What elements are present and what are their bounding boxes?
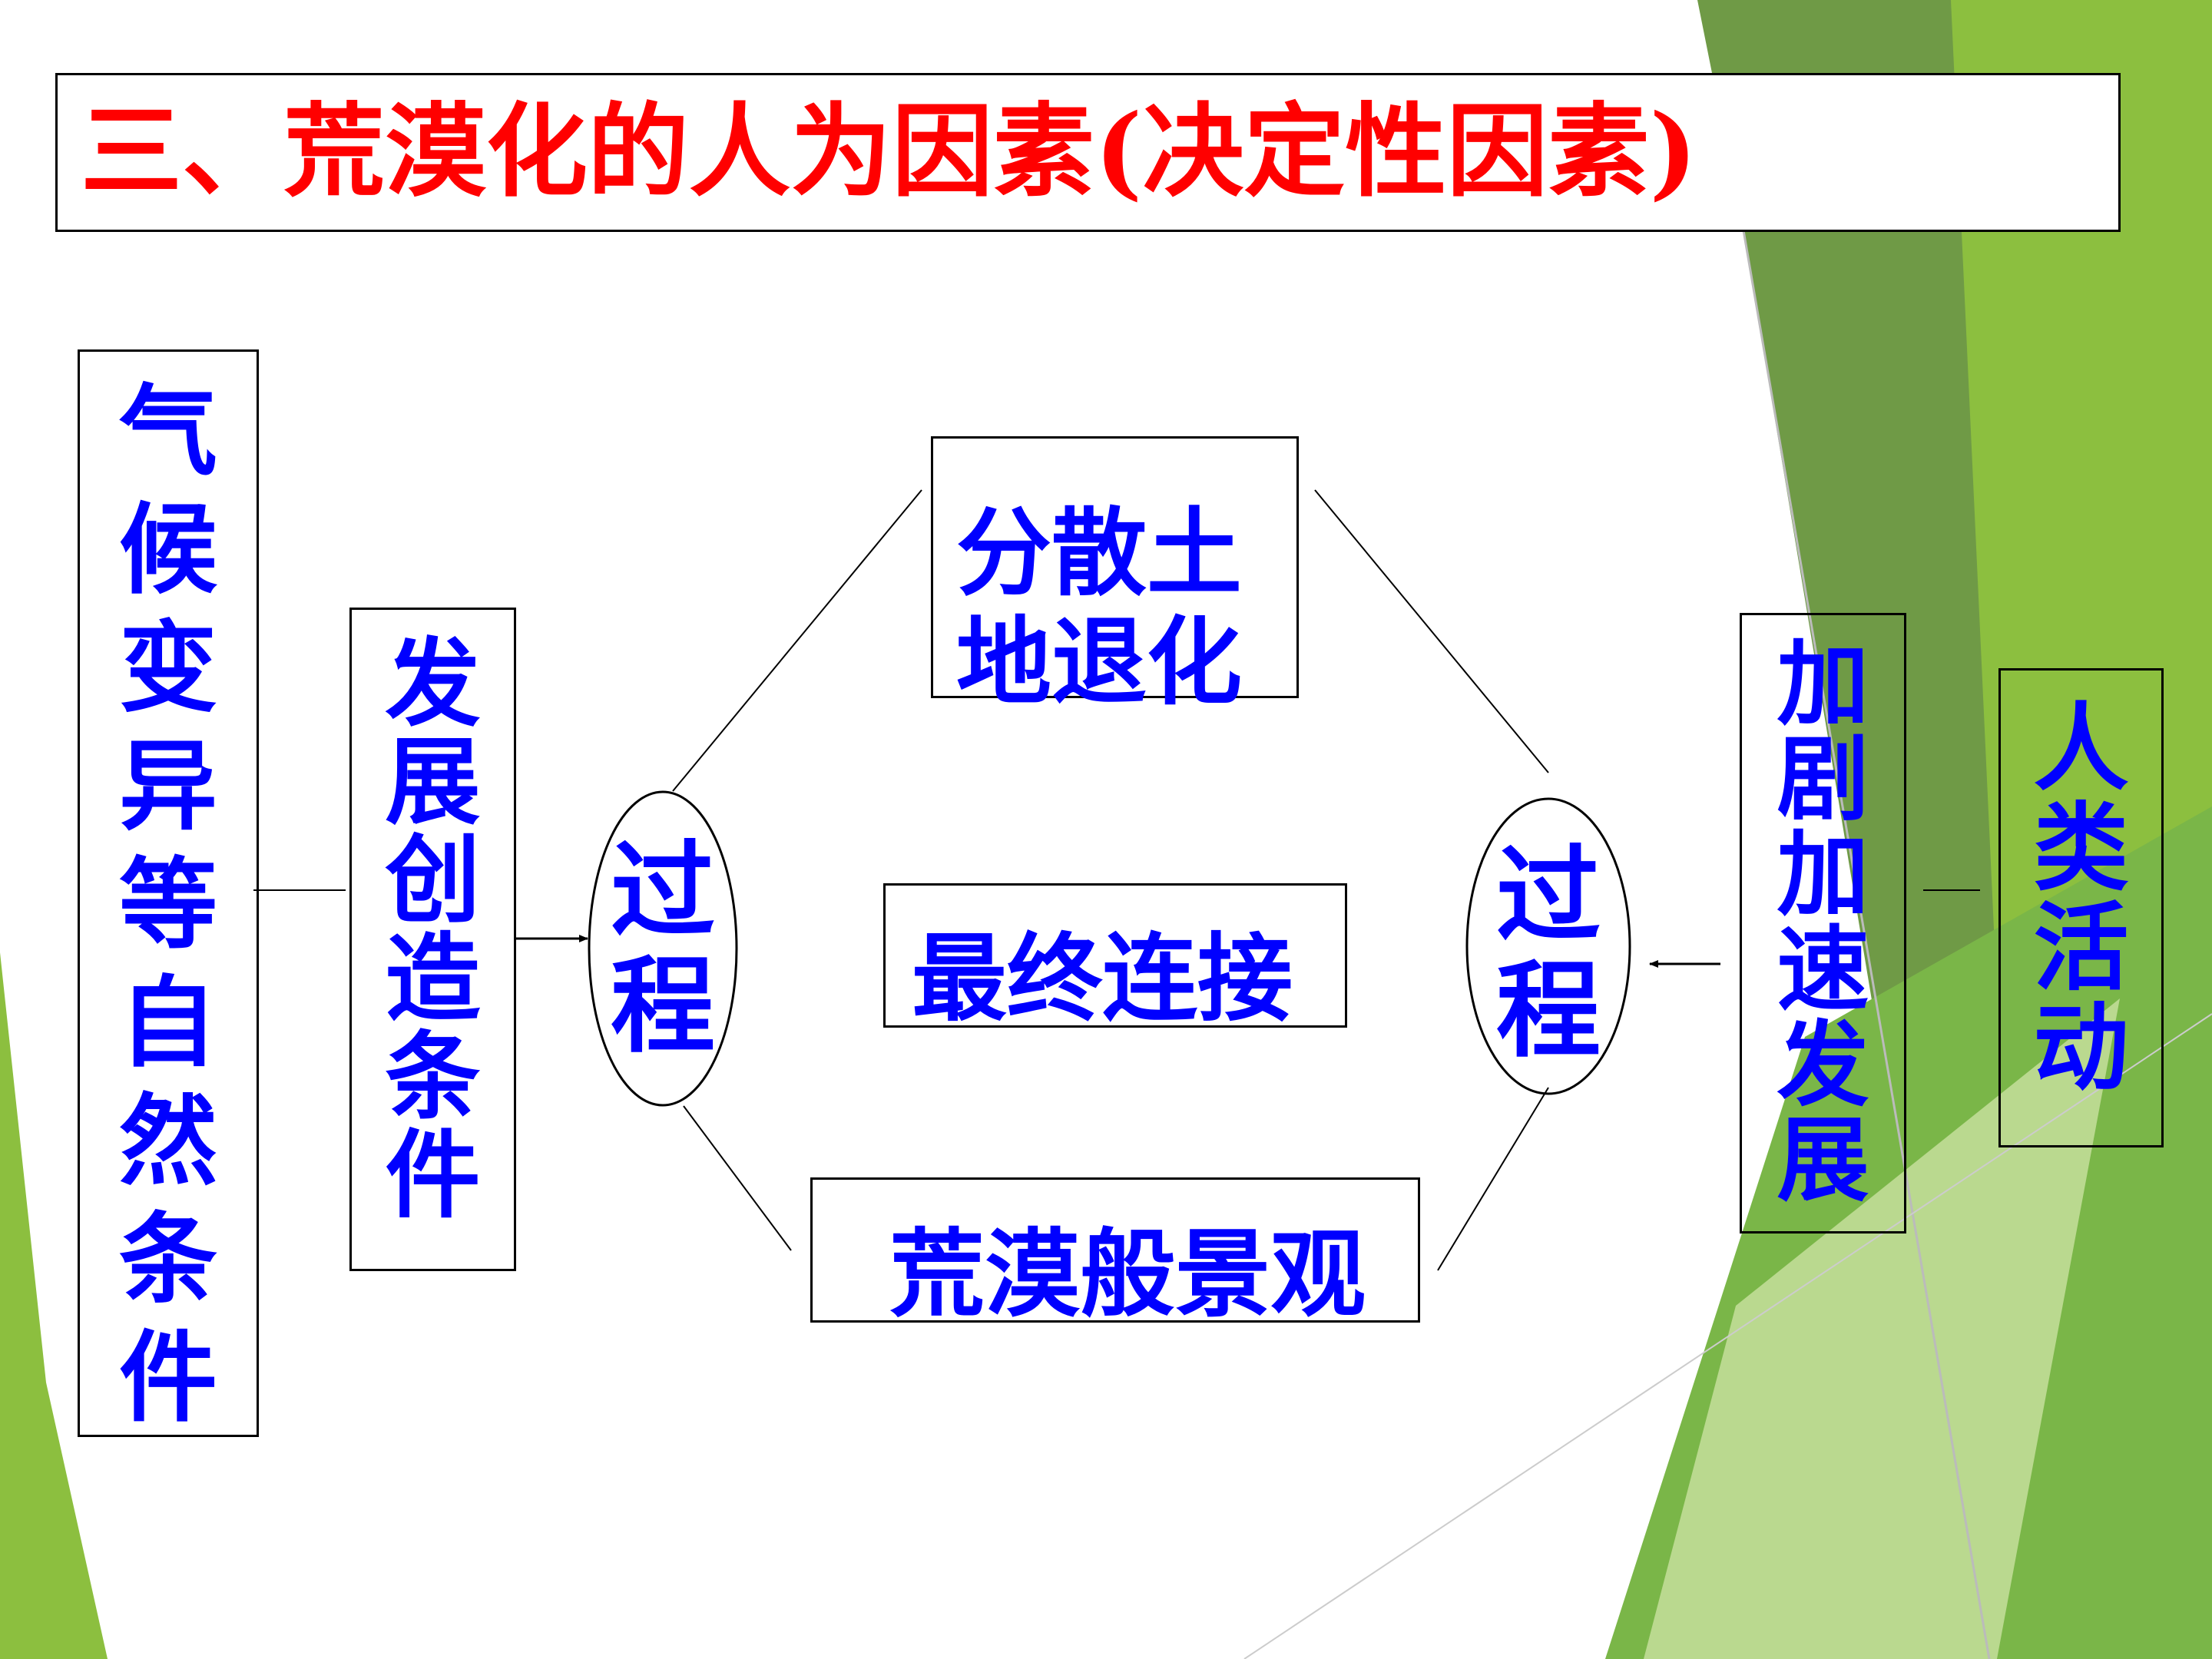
title-box: 三、荒漠化的人为因素(决定性因素) — [55, 73, 2121, 232]
final-connection-box: 最终连接 — [883, 883, 1347, 1035]
char: 活 — [2033, 892, 2129, 1004]
scattered-degradation-box: 分散土 地退化 — [931, 436, 1299, 718]
char: 发 — [1777, 1011, 1869, 1119]
page-title: 三、荒漠化的人为因素(决定性因素) — [81, 92, 1697, 211]
char: 加 — [1777, 630, 1869, 738]
char: 候 — [118, 492, 217, 608]
char: 加 — [1777, 820, 1869, 929]
char: 创 — [385, 825, 481, 936]
char: 造 — [385, 923, 481, 1035]
green-shape-left — [0, 952, 108, 1659]
char: 条 — [118, 1202, 217, 1317]
char: 异 — [118, 729, 217, 844]
conditions-box: 发展创造条件 — [349, 608, 516, 1271]
desert-landscape-text: 荒漠般景观 — [889, 1219, 1366, 1330]
char: 过 — [611, 830, 715, 952]
char: 条 — [385, 1022, 481, 1133]
char: 类 — [2033, 793, 2129, 904]
accelerate-text: 加剧加速发展 — [1742, 638, 1904, 1207]
char: 件 — [385, 1120, 481, 1231]
char: 过 — [1496, 834, 1601, 957]
human-activity-text: 人类活动 — [2001, 701, 2161, 1096]
climate-text: 气候变异等自然条件 — [80, 382, 257, 1427]
process-left-text: 过程 — [589, 839, 737, 1058]
accelerate-box: 加剧加速发展 — [1740, 613, 1906, 1233]
char: 程 — [611, 945, 715, 1068]
char: 发 — [385, 628, 481, 740]
char: 变 — [118, 611, 217, 726]
char: 速 — [1777, 916, 1869, 1024]
process-right-text: 过程 — [1467, 843, 1630, 1063]
char: 剧 — [1777, 725, 1869, 833]
char: 展 — [385, 727, 481, 838]
green-shape-right-pale — [1644, 998, 2120, 1659]
thin-line-1 — [1742, 230, 1991, 1659]
human-activity-box: 人类活动 — [1998, 668, 2164, 1147]
char: 等 — [118, 847, 217, 962]
char: 自 — [118, 965, 217, 1081]
conditions-text: 发展创造条件 — [352, 637, 514, 1224]
scattered-degradation-line2: 地退化 — [956, 607, 1243, 718]
final-connection-text: 最终连接 — [912, 923, 1293, 1035]
char: 展 — [1777, 1106, 1869, 1214]
char: 然 — [118, 1084, 217, 1199]
char: 程 — [1496, 949, 1601, 1072]
thin-line-2 — [1243, 1013, 2212, 1659]
climate-box: 气候变异等自然条件 — [78, 349, 259, 1437]
char: 气 — [118, 374, 217, 489]
char: 件 — [118, 1320, 217, 1435]
char: 人 — [2033, 693, 2129, 804]
char: 动 — [2033, 992, 2129, 1104]
desert-landscape-box: 荒漠般景观 — [810, 1177, 1420, 1330]
scattered-degradation-line1: 分散土 — [956, 498, 1243, 609]
